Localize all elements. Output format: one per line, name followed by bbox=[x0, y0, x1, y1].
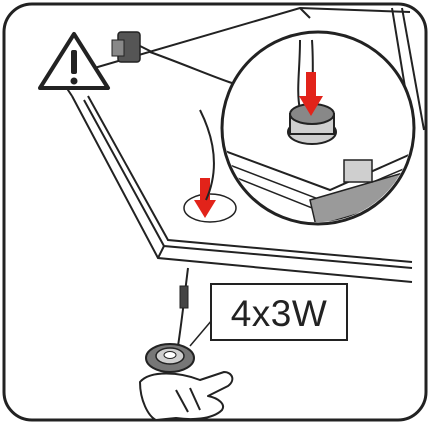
spec-label-box: 4x3W bbox=[210, 283, 348, 341]
downlight-fixture bbox=[146, 344, 194, 372]
spec-label: 4x3W bbox=[212, 293, 346, 335]
